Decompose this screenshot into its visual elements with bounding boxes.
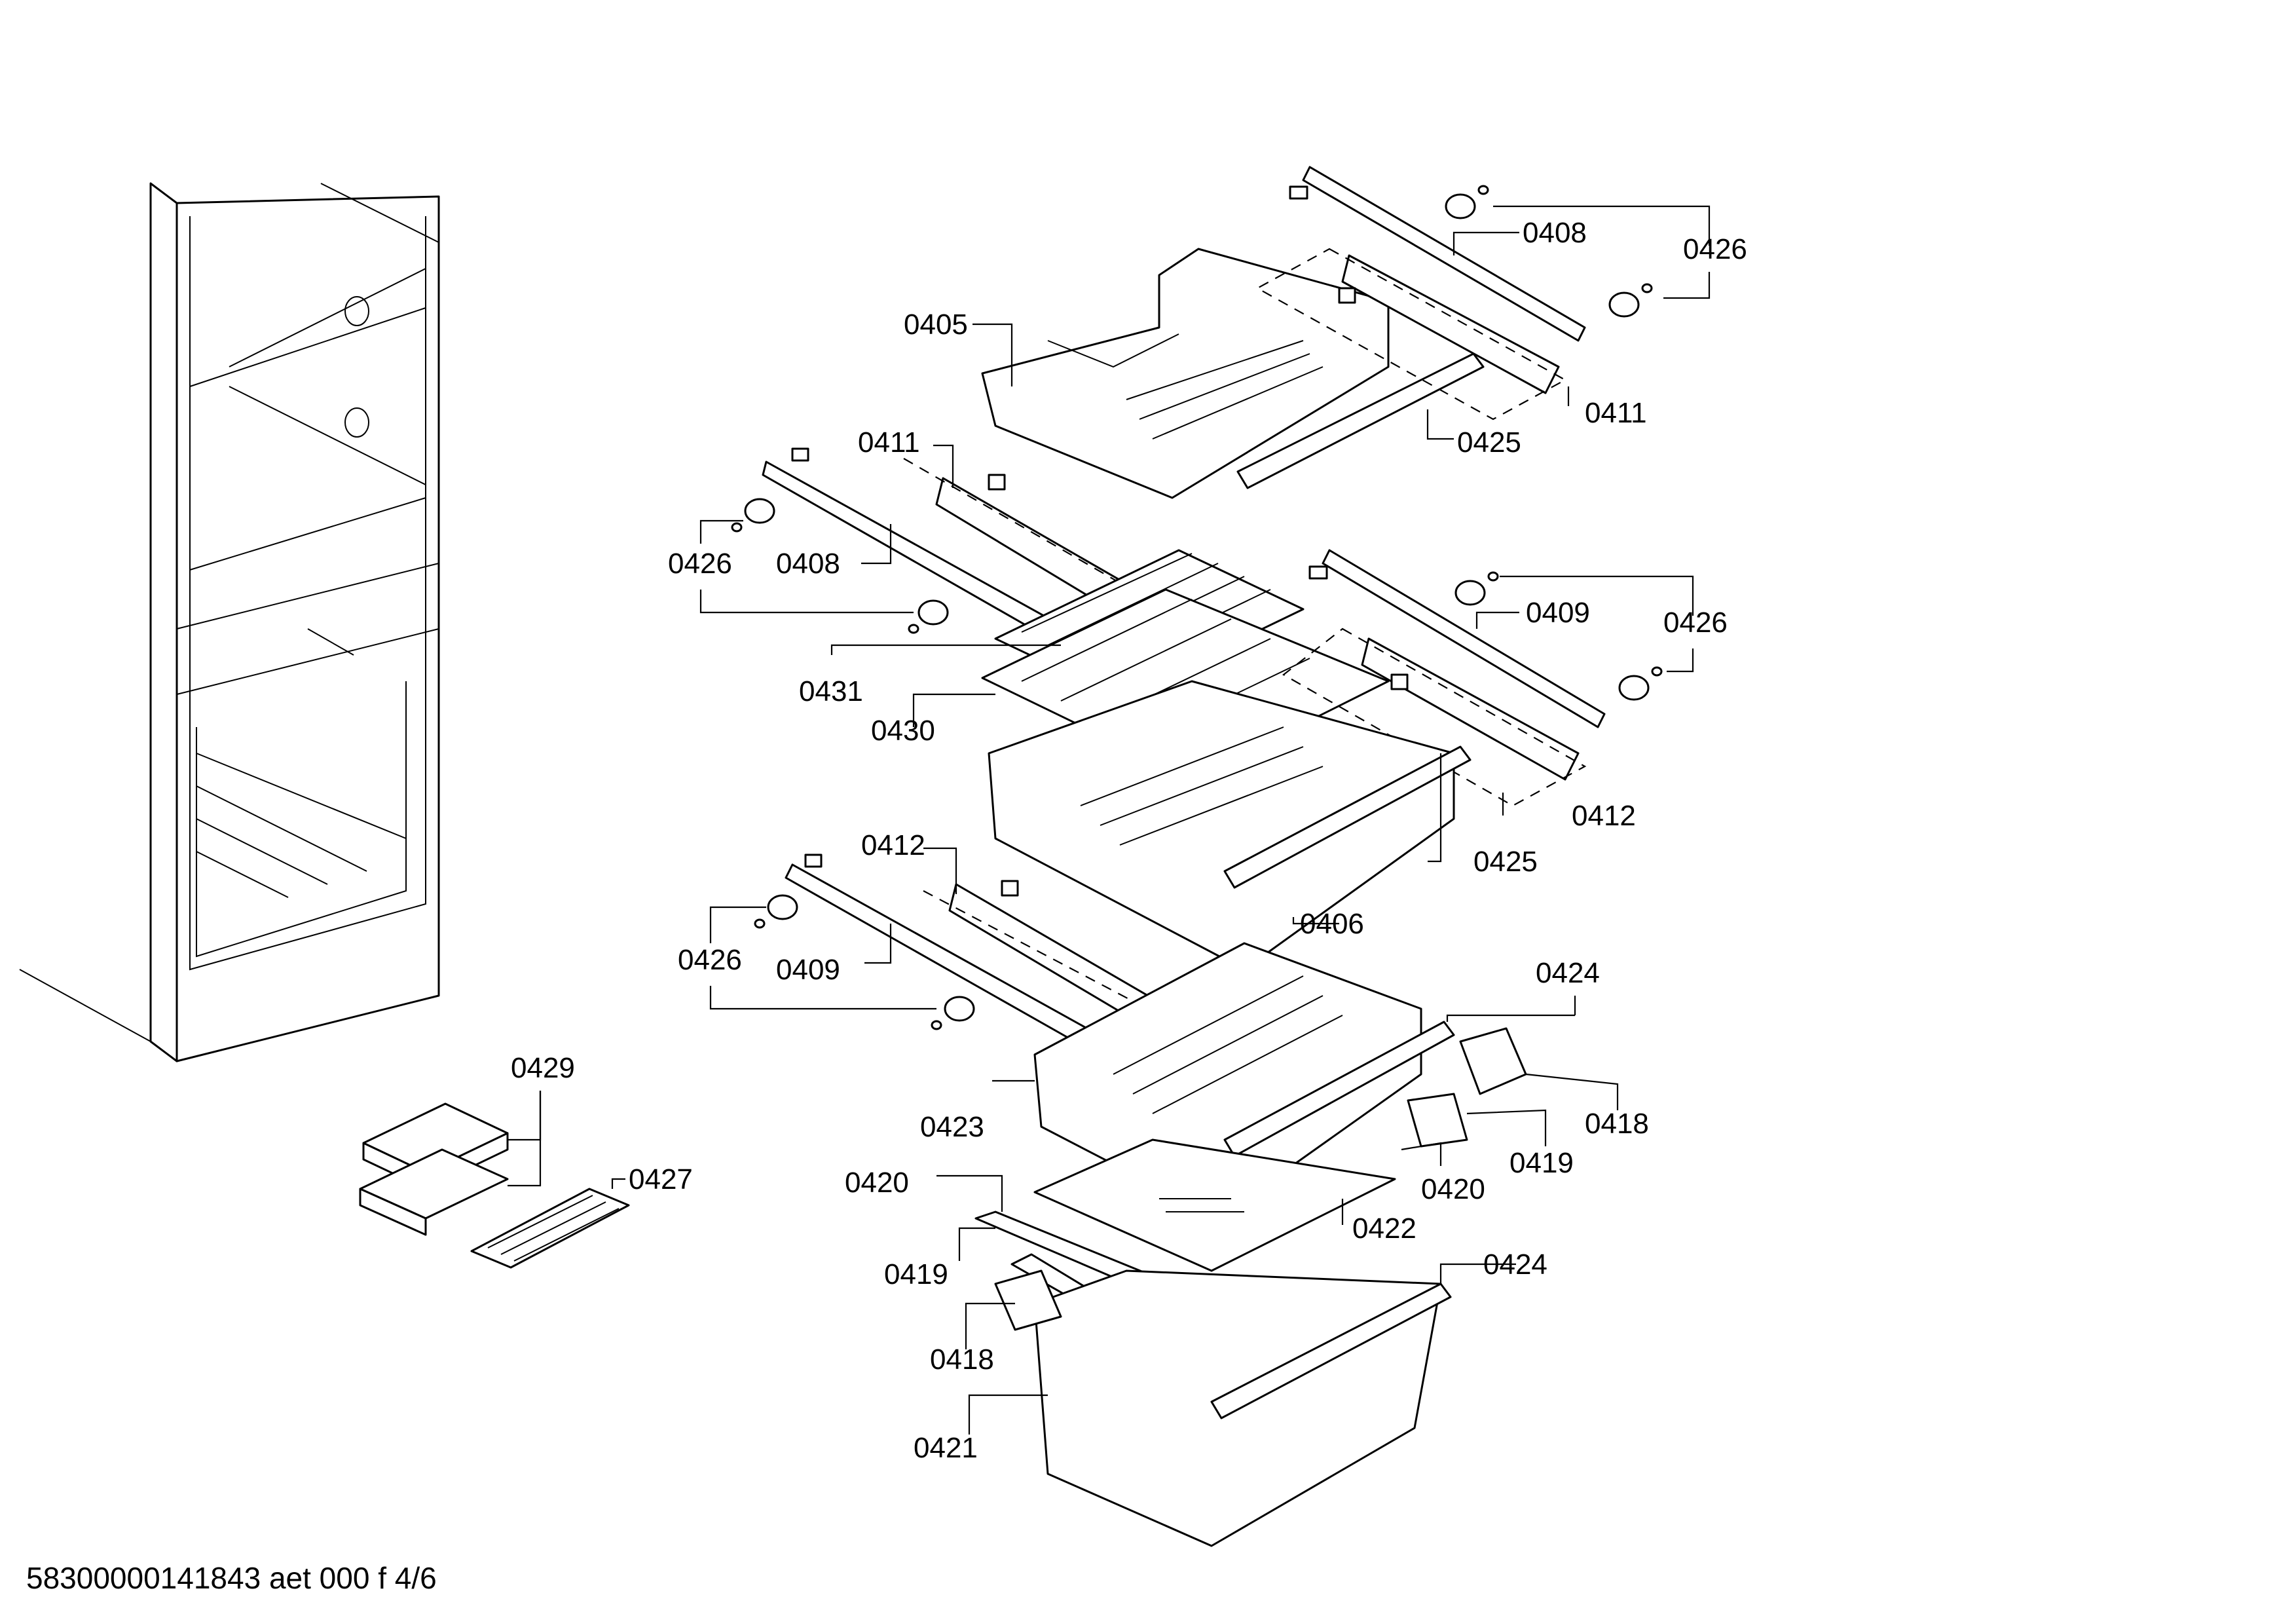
label-0426: 0426 (1683, 233, 1747, 265)
label-0430: 0430 (871, 715, 935, 747)
drawer-0406 (988, 680, 1472, 971)
label-0409: 0409 (776, 954, 840, 986)
drawer-0421 (994, 1269, 1452, 1547)
label-0411: 0411 (858, 426, 920, 459)
label-0424: 0424 (1536, 957, 1600, 989)
label-0424: 0424 (1483, 1248, 1547, 1281)
label-0421: 0421 (914, 1432, 978, 1464)
label-0405: 0405 (904, 309, 968, 341)
fridge-cabinet (19, 182, 440, 1062)
label-0408: 0408 (776, 548, 840, 580)
drawer-0405 (981, 248, 1485, 499)
label-0408: 0408 (1523, 217, 1587, 249)
leader-lines (508, 205, 1711, 1435)
right-rail-top (1255, 166, 1653, 421)
label-0419: 0419 (1509, 1147, 1574, 1179)
label-0406: 0406 (1300, 908, 1364, 940)
label-0418: 0418 (930, 1343, 994, 1376)
label-0412: 0412 (1572, 800, 1636, 832)
label-0409: 0409 (1526, 597, 1590, 629)
label-0419: 0419 (884, 1258, 948, 1290)
label-0431: 0431 (799, 675, 863, 707)
label-0418: 0418 (1585, 1108, 1649, 1140)
label-0427: 0427 (629, 1163, 693, 1195)
label-0420: 0420 (1421, 1173, 1485, 1205)
label-0426: 0426 (1663, 607, 1728, 639)
part-labels: 0405 0408 0426 0411 0425 0411 0426 0408 … (511, 217, 1747, 1464)
label-0412: 0412 (861, 829, 925, 861)
right-rail-mid (1282, 549, 1663, 807)
label-0420: 0420 (845, 1167, 909, 1199)
label-0422: 0422 (1352, 1212, 1416, 1245)
label-0425: 0425 (1473, 846, 1538, 878)
label-0429: 0429 (511, 1052, 575, 1084)
label-0426: 0426 (668, 548, 732, 580)
label-0423: 0423 (920, 1111, 984, 1143)
document-code: 58300000141843 aet 000 f 4/6 (26, 1561, 437, 1595)
ice-trays (359, 1102, 630, 1269)
label-0426: 0426 (678, 944, 742, 976)
label-0425: 0425 (1457, 426, 1521, 459)
label-0411: 0411 (1585, 397, 1647, 429)
